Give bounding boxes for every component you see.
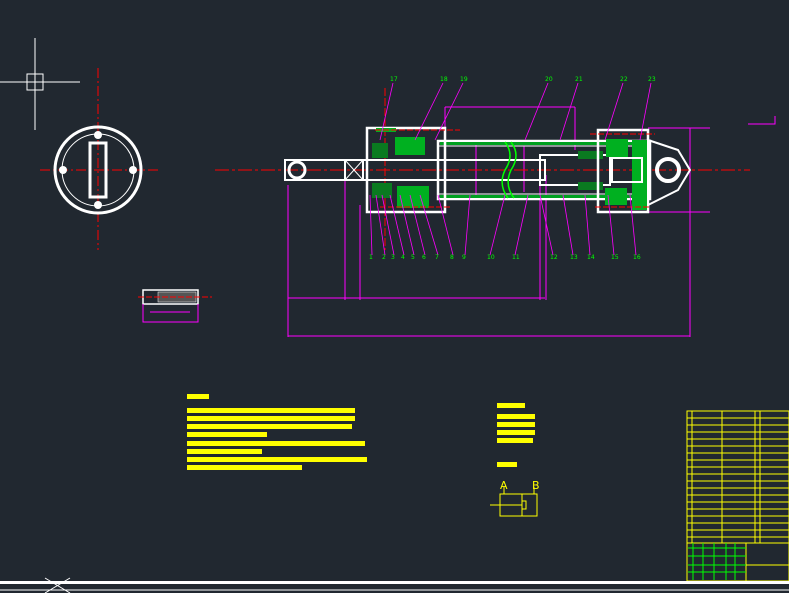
balloon-number: 9	[462, 254, 466, 261]
detail-part	[138, 289, 212, 323]
cylinder-schematic-symbol	[490, 487, 538, 517]
leader-line	[514, 194, 529, 256]
leader-line	[419, 194, 439, 256]
balloon-number: 7	[435, 254, 439, 261]
cursor-crosshair-icon	[0, 38, 80, 130]
leader-line	[399, 194, 415, 256]
balloon-number: 1	[369, 254, 373, 261]
leader-line	[409, 194, 426, 256]
leader-line	[389, 194, 405, 256]
balloon-number: 6	[422, 254, 426, 261]
balloon-number: 14	[587, 254, 595, 261]
balloon-number: 4	[401, 254, 405, 261]
leader-line	[369, 194, 373, 256]
end-view	[40, 68, 160, 250]
leader-line	[559, 82, 579, 141]
balloon-number: 13	[570, 254, 578, 261]
leader-line	[437, 194, 454, 256]
balloon-number: 5	[411, 254, 415, 261]
balloon-number: 12	[550, 254, 558, 261]
leader-line	[379, 82, 394, 141]
drawing-border	[0, 581, 789, 584]
balloon-number: 21	[575, 76, 583, 83]
balloon-number: 3	[391, 254, 395, 261]
balloon-number: 2	[382, 254, 386, 261]
leader-line	[434, 82, 464, 141]
balloon-number: 16	[633, 254, 641, 261]
balloon-number: 19	[460, 76, 468, 83]
leader-line	[375, 194, 386, 256]
origin-crosshair-icon	[44, 577, 71, 593]
balloon-number: 11	[512, 254, 520, 261]
balloon-number: 10	[487, 254, 495, 261]
balloon-number: 18	[440, 76, 448, 83]
balloon-number: 20	[545, 76, 553, 83]
balloon-number: 8	[450, 254, 454, 261]
parameters-text	[497, 403, 535, 467]
dimension-lines	[287, 106, 776, 337]
leader-line	[562, 194, 574, 256]
leader-line	[584, 194, 591, 256]
balloon-number: 23	[648, 76, 656, 83]
cylinder-assembly	[284, 126, 692, 214]
balloon-number: 22	[620, 76, 628, 83]
leader-line	[607, 194, 615, 256]
leader-line	[604, 82, 624, 141]
leader-line	[381, 194, 395, 256]
leader-line	[414, 82, 444, 141]
balloon-number: 17	[390, 76, 398, 83]
port-b-label: B	[532, 479, 540, 492]
leader-line	[639, 82, 652, 141]
title-block-grid	[688, 543, 746, 580]
port-a-label: A	[500, 479, 508, 492]
leader-line	[629, 194, 637, 256]
leader-line	[489, 194, 506, 256]
leader-line	[539, 194, 554, 256]
title-block	[686, 410, 789, 582]
leader-line	[524, 82, 549, 141]
balloon-number: 15	[611, 254, 619, 261]
technical-requirements-text	[187, 394, 367, 470]
leader-line	[464, 194, 471, 256]
